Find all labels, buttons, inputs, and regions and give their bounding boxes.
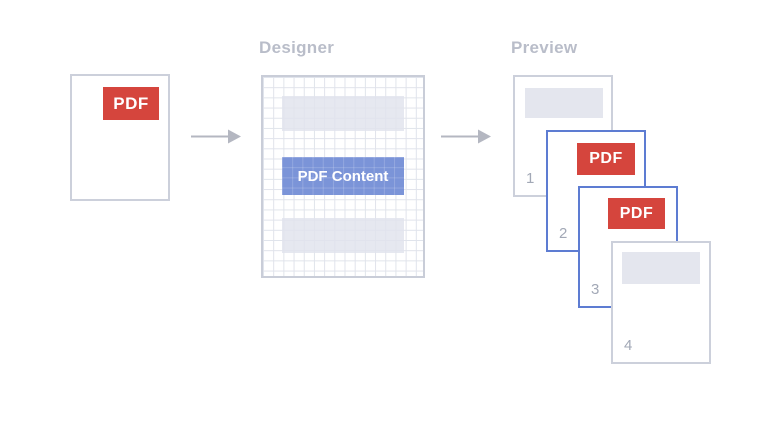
source-pdf-page: PDF — [70, 74, 170, 201]
page-number: 2 — [559, 225, 568, 242]
placeholder-band — [525, 88, 603, 118]
preview-page: 4 — [611, 241, 711, 364]
pdf-badge: PDF — [608, 198, 665, 229]
designer-section-title: Designer — [259, 38, 335, 57]
pdf-badge: PDF — [103, 87, 159, 120]
pdf-content-band: PDF Content — [282, 157, 404, 195]
placeholder-band — [282, 96, 404, 131]
page-number: 4 — [624, 337, 633, 354]
preview-section-title: Preview — [511, 38, 578, 57]
right-arrow-icon — [190, 128, 242, 150]
pdf-badge: PDF — [577, 143, 635, 175]
page-number: 1 — [526, 170, 535, 187]
right-arrow-icon — [440, 128, 492, 150]
placeholder-band — [282, 218, 404, 253]
placeholder-band — [622, 252, 700, 284]
page-number: 3 — [591, 281, 600, 298]
designer-grid-panel: PDF Content — [261, 75, 425, 278]
